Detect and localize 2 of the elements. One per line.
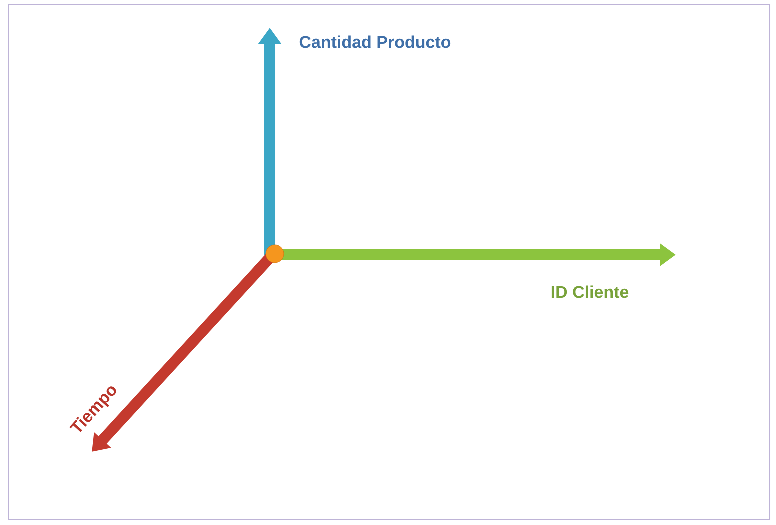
axis-label: Cantidad Producto bbox=[300, 36, 451, 48]
axis-label: ID Cliente bbox=[552, 286, 629, 298]
